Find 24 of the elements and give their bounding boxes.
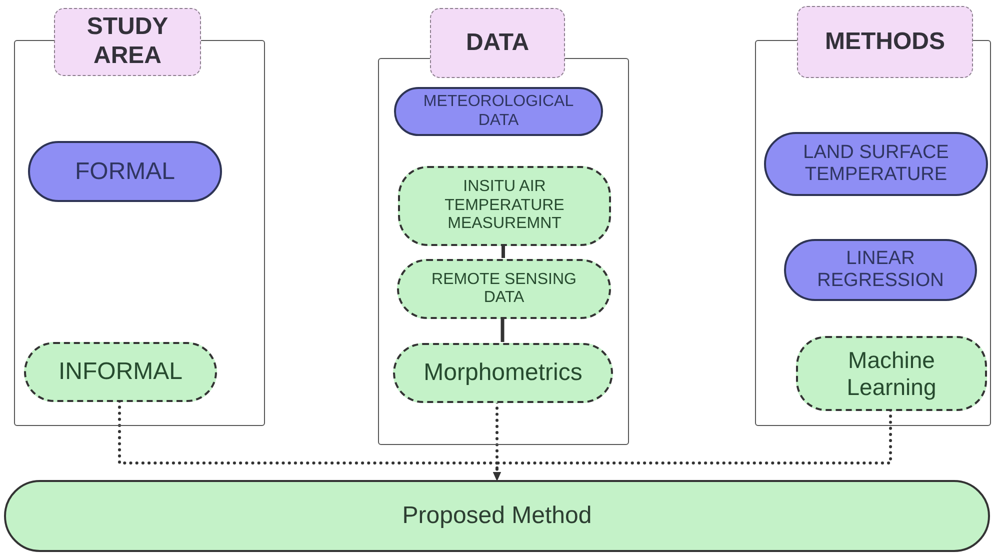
node-label: LINEAR REGRESSION — [816, 248, 945, 292]
node-label: STUDY AREA — [86, 13, 170, 71]
process-pill — [764, 132, 988, 196]
node-label: METHODS — [825, 28, 945, 56]
process-pill — [394, 87, 603, 136]
group-panel — [378, 58, 629, 445]
node-label: Proposed Method — [402, 502, 592, 530]
connector — [493, 408, 892, 482]
node-label: Morphometrics — [424, 359, 582, 387]
node-label: LAND SURFACE TEMPERATURE — [802, 142, 950, 186]
node-label: FORMAL — [74, 158, 175, 186]
dashed-pill — [796, 336, 987, 411]
section-header-tag — [797, 6, 973, 78]
section-header-tag — [430, 8, 565, 78]
node-label: REMOTE SENSING DATA — [430, 270, 578, 308]
connector — [502, 245, 505, 258]
node-label: INFORMAL — [58, 358, 182, 386]
dashed-pill — [398, 166, 611, 246]
node-label: METEOROLOGICAL DATA — [422, 93, 575, 130]
node-label: INSITU AIR TEMPERATURE MEASUREMNT — [444, 178, 566, 234]
node-label: Machine Learning — [846, 347, 938, 400]
section-header-tag — [54, 8, 201, 76]
connector — [500, 318, 504, 342]
node-label: DATA — [466, 28, 530, 58]
